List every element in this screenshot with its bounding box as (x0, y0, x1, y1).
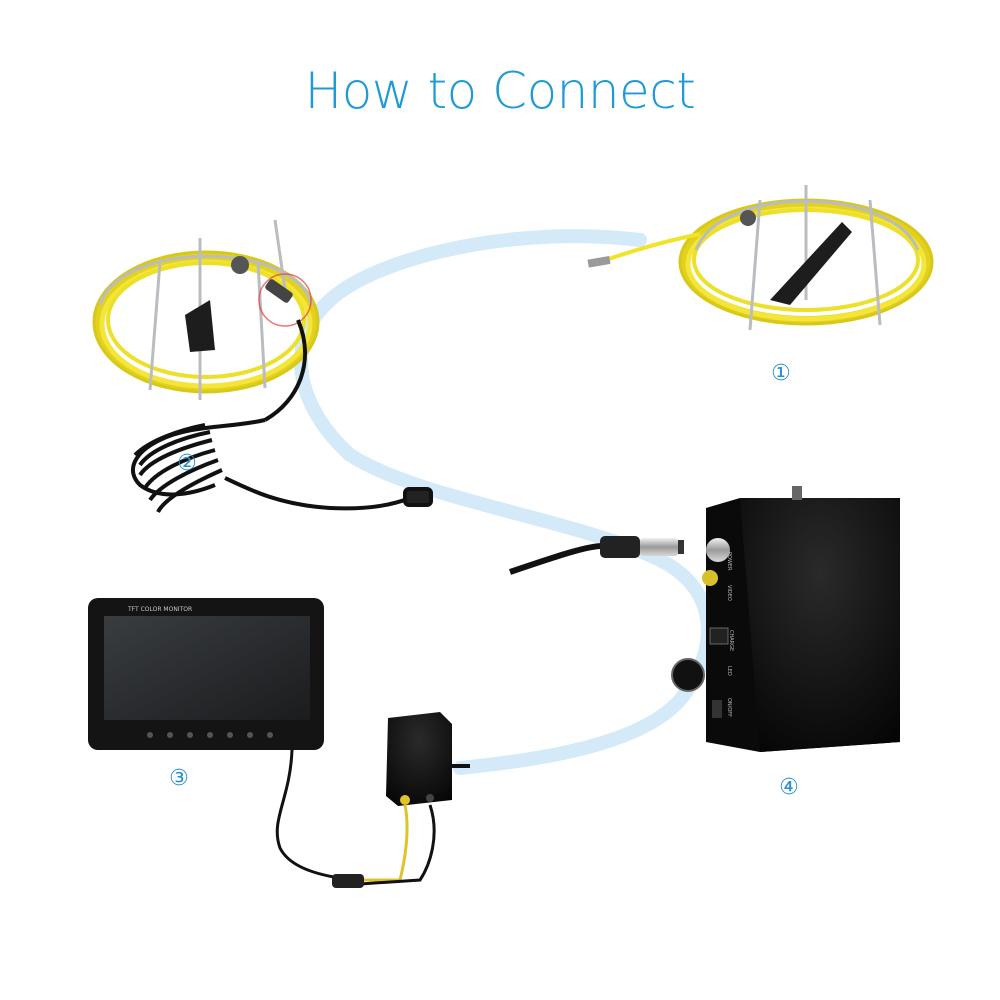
cable-reel-1 (587, 185, 934, 331)
monitor-buttons (147, 732, 273, 738)
video-label: VIDEO (726, 585, 732, 601)
flow-path (294, 229, 715, 775)
charge-label: CHARGE (728, 630, 734, 651)
onoff-label: ON/OFF (726, 698, 732, 717)
side-labels: POWER VIDEO CHARGE LED ON/OFF (726, 552, 734, 717)
adapter-box (332, 712, 470, 888)
marker-1: ① (771, 361, 791, 386)
page-title: How to Connect (304, 62, 696, 120)
power-label: POWER (726, 552, 732, 571)
monitor-header-label: TFT COLOR MONITOR (127, 606, 192, 613)
control-box: POWER VIDEO CHARGE LED ON/OFF (509, 486, 900, 752)
monitor: TFT COLOR MONITOR (88, 598, 341, 880)
cable-reel-2 (92, 219, 320, 400)
marker-4: ④ (779, 775, 799, 800)
marker-3: ③ (169, 766, 189, 791)
marker-2: ② (177, 451, 197, 476)
coiled-cable (130, 319, 433, 514)
led-label: LED (726, 666, 732, 676)
